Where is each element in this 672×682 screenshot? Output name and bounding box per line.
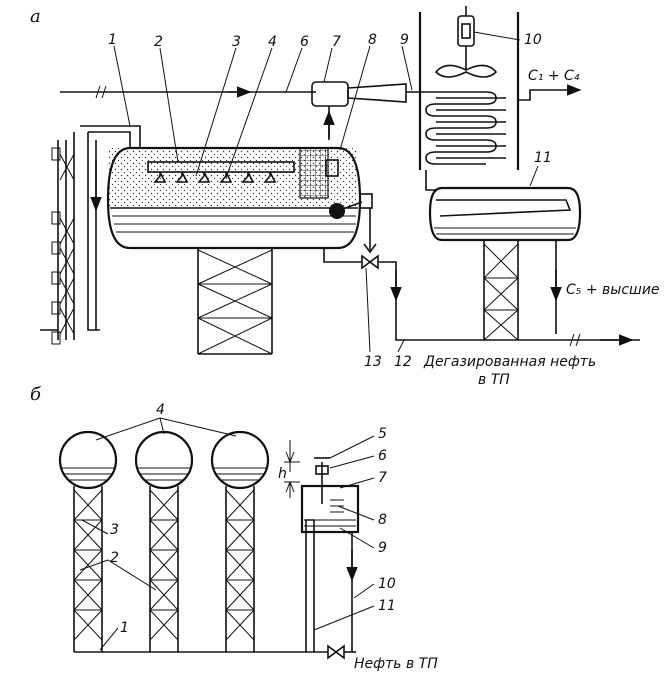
labels-b: 4 3 2 1 5 6 7 8 9 10 11 Нефть в ТП [110, 402, 438, 672]
svg-text:h: h [278, 466, 287, 482]
receiver-11 [428, 186, 582, 334]
svg-text:10: 10 [378, 576, 396, 592]
labels-a: 1 2 3 4 6 7 8 9 10 11 12 13 C₁ + C₄ C₅ +… [108, 32, 660, 388]
oil-output-label: Нефть в ТП [354, 656, 438, 672]
svg-text:8: 8 [378, 512, 387, 528]
heat-exchanger [40, 125, 141, 345]
exchanger-fins [51, 147, 75, 345]
gas-output-label: C₁ + C₄ [528, 68, 580, 84]
svg-text:3: 3 [110, 522, 119, 538]
svg-text:1: 1 [108, 32, 117, 48]
degassed-oil-label: Дегазированная нефть [423, 354, 596, 370]
separator-7 [311, 81, 407, 140]
svg-text:4: 4 [268, 34, 277, 50]
nozzles-3 [153, 171, 277, 183]
receiver-support [483, 240, 519, 341]
svg-text:2: 2 [154, 34, 163, 50]
svg-text:7: 7 [378, 470, 387, 486]
svg-text:10: 10 [524, 32, 542, 48]
degassing-tank [106, 146, 373, 250]
fan-10 [434, 6, 498, 78]
svg-text:11: 11 [534, 150, 552, 166]
heavy-output-label: C₅ + высшие [566, 282, 660, 298]
inlet-pipe [60, 85, 316, 99]
svg-text:4: 4 [156, 402, 165, 418]
svg-text:7: 7 [332, 34, 341, 50]
tank-support [197, 248, 273, 355]
svg-text:12: 12 [394, 354, 412, 370]
svg-text:8: 8 [368, 32, 377, 48]
degassed-oil-label-2: в ТП [478, 372, 510, 388]
svg-text:9: 9 [400, 32, 409, 48]
svg-text:13: 13 [364, 354, 382, 370]
svg-text:11: 11 [378, 598, 396, 614]
sphere-tank-1 [58, 430, 118, 652]
panel-b: б [30, 384, 438, 672]
valve-13 [323, 208, 640, 347]
svg-text:2: 2 [110, 550, 119, 566]
panel-label-a: а [30, 6, 41, 27]
sphere-tank-2 [134, 430, 194, 652]
svg-text:3: 3 [232, 34, 241, 50]
panel-label-b: б [30, 384, 42, 405]
level-vessel [300, 457, 360, 652]
condenser [406, 6, 582, 191]
svg-text:9: 9 [378, 540, 387, 556]
panel-a: а [30, 6, 660, 388]
svg-text:6: 6 [300, 34, 309, 50]
svg-text:1: 1 [120, 620, 129, 636]
sphere-tank-3 [210, 430, 270, 652]
svg-text:6: 6 [378, 448, 387, 464]
coil [406, 91, 506, 165]
h-dimension: h [278, 440, 300, 498]
svg-text:5: 5 [378, 426, 387, 442]
